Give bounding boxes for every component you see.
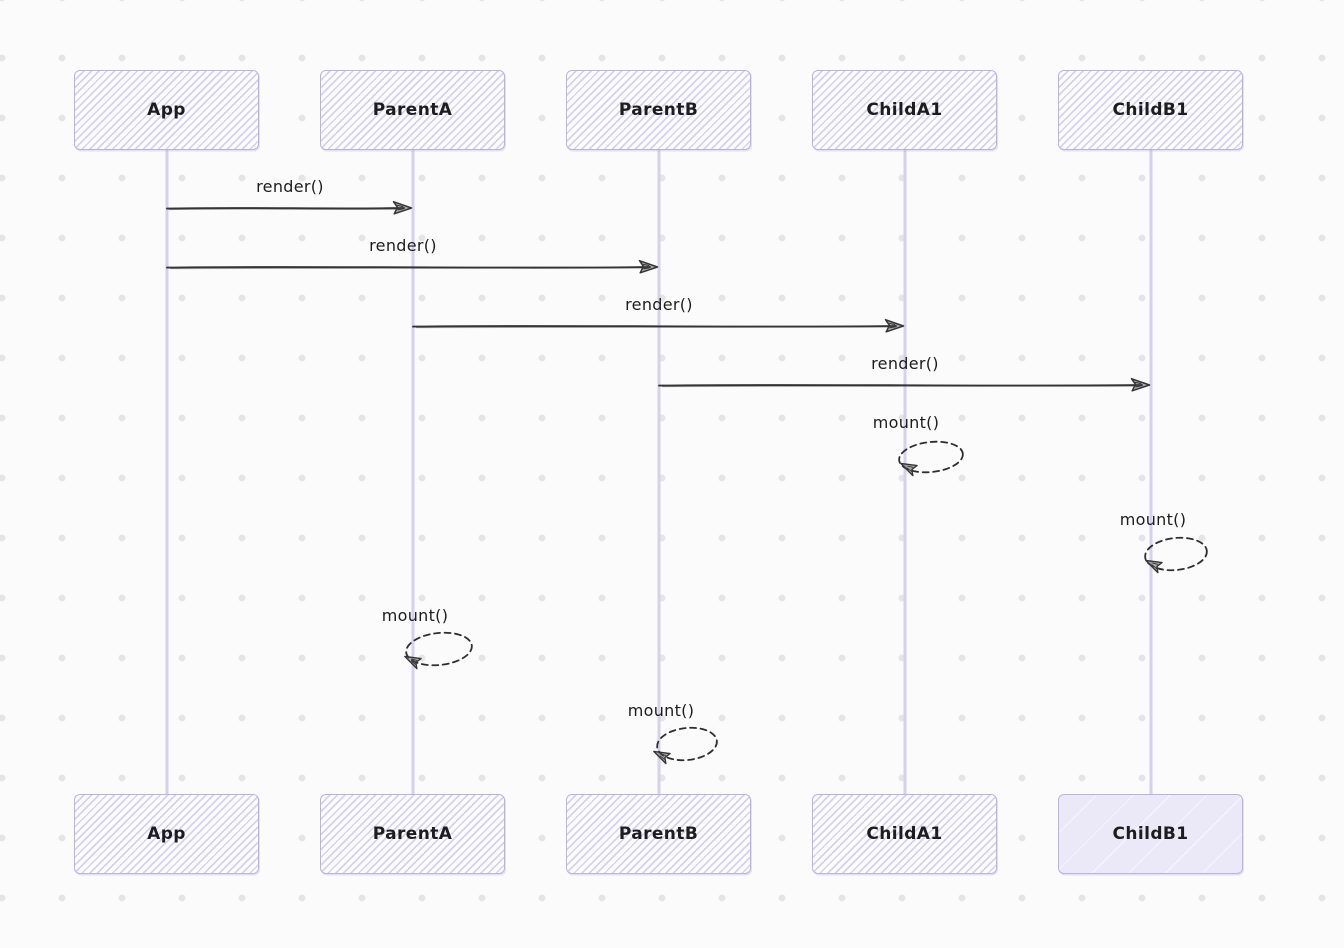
self-loop-mount-parentb — [650, 726, 718, 765]
actor-top-parentb: ParentB — [566, 70, 751, 150]
self-loop-mount-childb1 — [1142, 536, 1208, 574]
actor-top-childb1: ChildB1 — [1058, 70, 1243, 150]
message-label-render-4: render() — [871, 354, 939, 373]
actor-name: ChildA1 — [866, 100, 943, 120]
actor-name: ParentA — [372, 100, 453, 120]
actor-name: App — [147, 100, 186, 120]
self-loop-mount-parenta — [401, 631, 473, 670]
arrow-render-app-to-parentb — [166, 259, 659, 274]
actor-name: ParentA — [372, 824, 453, 844]
arrow-render-parentb-to-childb1 — [658, 377, 1151, 392]
message-label-mount-childb1: mount() — [1119, 510, 1187, 529]
actor-top-childa1: ChildA1 — [812, 70, 997, 150]
actor-name: ParentB — [618, 100, 699, 120]
actor-top-parenta: ParentA — [320, 70, 505, 150]
actor-name: App — [147, 824, 186, 844]
actor-name: ChildB1 — [1112, 100, 1189, 120]
actor-bottom-childa1: ChildA1 — [812, 794, 997, 874]
message-label-render-1: render() — [256, 177, 324, 196]
message-label-mount-parenta: mount() — [381, 606, 449, 625]
message-label-mount-parentb: mount() — [627, 701, 695, 720]
actor-name: ParentB — [618, 824, 699, 844]
message-label-render-3: render() — [625, 295, 693, 314]
arrow-render-app-to-parenta — [166, 200, 413, 215]
actor-bottom-childb1: ChildB1 — [1058, 794, 1243, 874]
message-label-render-2: render() — [369, 236, 437, 255]
message-label-mount-childa1: mount() — [872, 413, 940, 432]
actor-top-app: App — [74, 70, 259, 150]
self-loop-mount-childa1 — [897, 440, 964, 477]
actor-bottom-parenta: ParentA — [320, 794, 505, 874]
arrow-render-parenta-to-childa1 — [412, 318, 905, 333]
actor-name: ChildB1 — [1112, 824, 1189, 844]
actor-name: ChildA1 — [866, 824, 943, 844]
actor-bottom-app: App — [74, 794, 259, 874]
actor-bottom-parentb: ParentB — [566, 794, 751, 874]
